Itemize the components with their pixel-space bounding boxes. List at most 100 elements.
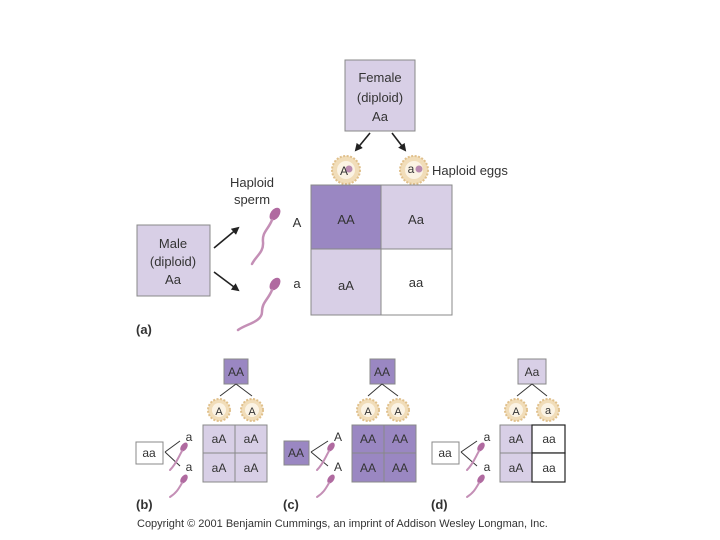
sperm-icon xyxy=(466,442,485,471)
cell-genotype: aA xyxy=(338,278,354,293)
punnett-cell xyxy=(310,248,382,316)
sperm-icon xyxy=(316,442,335,471)
sperm-icon xyxy=(236,277,281,332)
cell-genotype: aA xyxy=(509,432,524,446)
branch-lines xyxy=(164,440,181,467)
male-genotype: Aa xyxy=(165,272,182,287)
sperm-icon xyxy=(169,442,188,471)
male-parent-box xyxy=(135,441,164,465)
cell-genotype: aA xyxy=(212,461,227,475)
panel-b: AA A A aa a a aA xyxy=(135,358,268,512)
egg-icon: A xyxy=(331,155,361,185)
panel-c: AA A A AA A A AA xyxy=(283,358,417,512)
panel-a: Female (diploid) Aa A a Haploid eggs Hap… xyxy=(136,59,508,337)
panel-label: (c) xyxy=(283,497,299,512)
cell-genotype: aA xyxy=(509,461,524,475)
cell-genotype: AA xyxy=(360,461,376,475)
punnett-cell xyxy=(383,452,417,483)
egg-allele: a xyxy=(545,405,552,417)
cell-genotype: aA xyxy=(244,432,259,446)
punnett-grid: aA aa aA aa xyxy=(499,424,566,483)
cell-genotype: AA xyxy=(337,212,355,227)
egg-icon: a xyxy=(399,155,429,185)
egg-allele: A xyxy=(340,164,348,178)
egg-allele: A xyxy=(364,406,372,418)
egg-icon: A xyxy=(386,398,410,422)
female-parent-box xyxy=(369,358,396,385)
male-genotype: AA xyxy=(288,446,304,460)
punnett-cell xyxy=(234,452,268,483)
arrow-male-sperm-1 xyxy=(213,226,240,249)
egg-icon: A xyxy=(504,398,528,422)
egg-icon: A xyxy=(207,398,231,422)
cell-genotype: aa xyxy=(409,275,424,290)
egg-allele: A xyxy=(215,406,223,418)
egg-allele: a xyxy=(408,162,415,176)
arrow-female-egg-1 xyxy=(354,132,371,152)
female-label: Female xyxy=(358,70,401,85)
sperm-icon xyxy=(316,474,335,498)
sperm-allele: a xyxy=(484,460,491,474)
punnett-cell xyxy=(499,452,533,483)
sperm-allele: A xyxy=(334,430,342,444)
punnett-grid: AA Aa aA aa xyxy=(310,184,453,316)
egg-icon: A xyxy=(240,398,264,422)
sperm-allele: A xyxy=(334,460,342,474)
female-genotype: Aa xyxy=(372,109,389,124)
sperm-allele: a xyxy=(484,430,491,444)
male-genotype: aa xyxy=(142,446,156,460)
sperm-icon xyxy=(250,207,281,266)
cell-genotype: Aa xyxy=(408,212,425,227)
punnett-cell xyxy=(351,424,385,454)
punnett-grid: AA AA AA AA xyxy=(351,424,417,483)
female-genotype: AA xyxy=(374,365,390,379)
haploid-sperm-label: Haploid xyxy=(230,175,274,190)
cell-genotype: aa xyxy=(542,461,556,475)
female-ploidy: (diploid) xyxy=(357,90,403,105)
cell-genotype: AA xyxy=(392,432,408,446)
punnett-cell xyxy=(234,424,268,454)
branch-lines xyxy=(516,383,548,397)
branch-lines xyxy=(460,440,478,467)
punnett-cell xyxy=(202,424,236,454)
female-parent-box xyxy=(517,358,547,385)
sperm-icon xyxy=(466,474,485,498)
male-ploidy: (diploid) xyxy=(150,254,196,269)
female-genotype: Aa xyxy=(525,365,540,379)
panel-label: (a) xyxy=(136,322,152,337)
cell-genotype: AA xyxy=(392,461,408,475)
male-genotype: aa xyxy=(438,446,452,460)
sperm-icon xyxy=(169,474,188,498)
egg-allele: A xyxy=(512,406,520,418)
cell-genotype: AA xyxy=(360,432,376,446)
male-parent-box xyxy=(431,441,460,465)
punnett-grid: aA aA aA aA xyxy=(202,424,268,483)
arrow-male-sperm-2 xyxy=(213,271,240,292)
sperm-allele: a xyxy=(293,276,301,291)
copyright-notice: Copyright © 2001 Benjamin Cummings, an i… xyxy=(137,518,548,530)
punnett-cell xyxy=(380,184,453,250)
punnett-cell xyxy=(202,452,236,483)
male-parent-box xyxy=(283,440,310,466)
egg-allele: A xyxy=(394,406,402,418)
sperm-allele: a xyxy=(186,430,193,444)
egg-icon: A xyxy=(356,398,380,422)
female-genotype: AA xyxy=(228,365,244,379)
sperm-allele: A xyxy=(293,215,302,230)
male-parent-box: Male (diploid) Aa xyxy=(136,224,211,297)
female-parent-box: Female (diploid) Aa xyxy=(344,59,416,132)
cell-genotype: aA xyxy=(212,432,227,446)
haploid-sperm-label: sperm xyxy=(234,192,270,207)
punnett-cell xyxy=(531,424,566,454)
cell-genotype: aa xyxy=(542,432,556,446)
haploid-eggs-label: Haploid eggs xyxy=(432,163,508,178)
punnett-cell xyxy=(531,452,566,483)
panel-label: (d) xyxy=(431,497,448,512)
branch-lines xyxy=(219,383,253,397)
male-label: Male xyxy=(159,236,187,251)
egg-icon: a xyxy=(536,398,560,422)
branch-lines xyxy=(367,383,399,397)
female-parent-box xyxy=(223,358,249,385)
branch-lines xyxy=(310,440,329,467)
